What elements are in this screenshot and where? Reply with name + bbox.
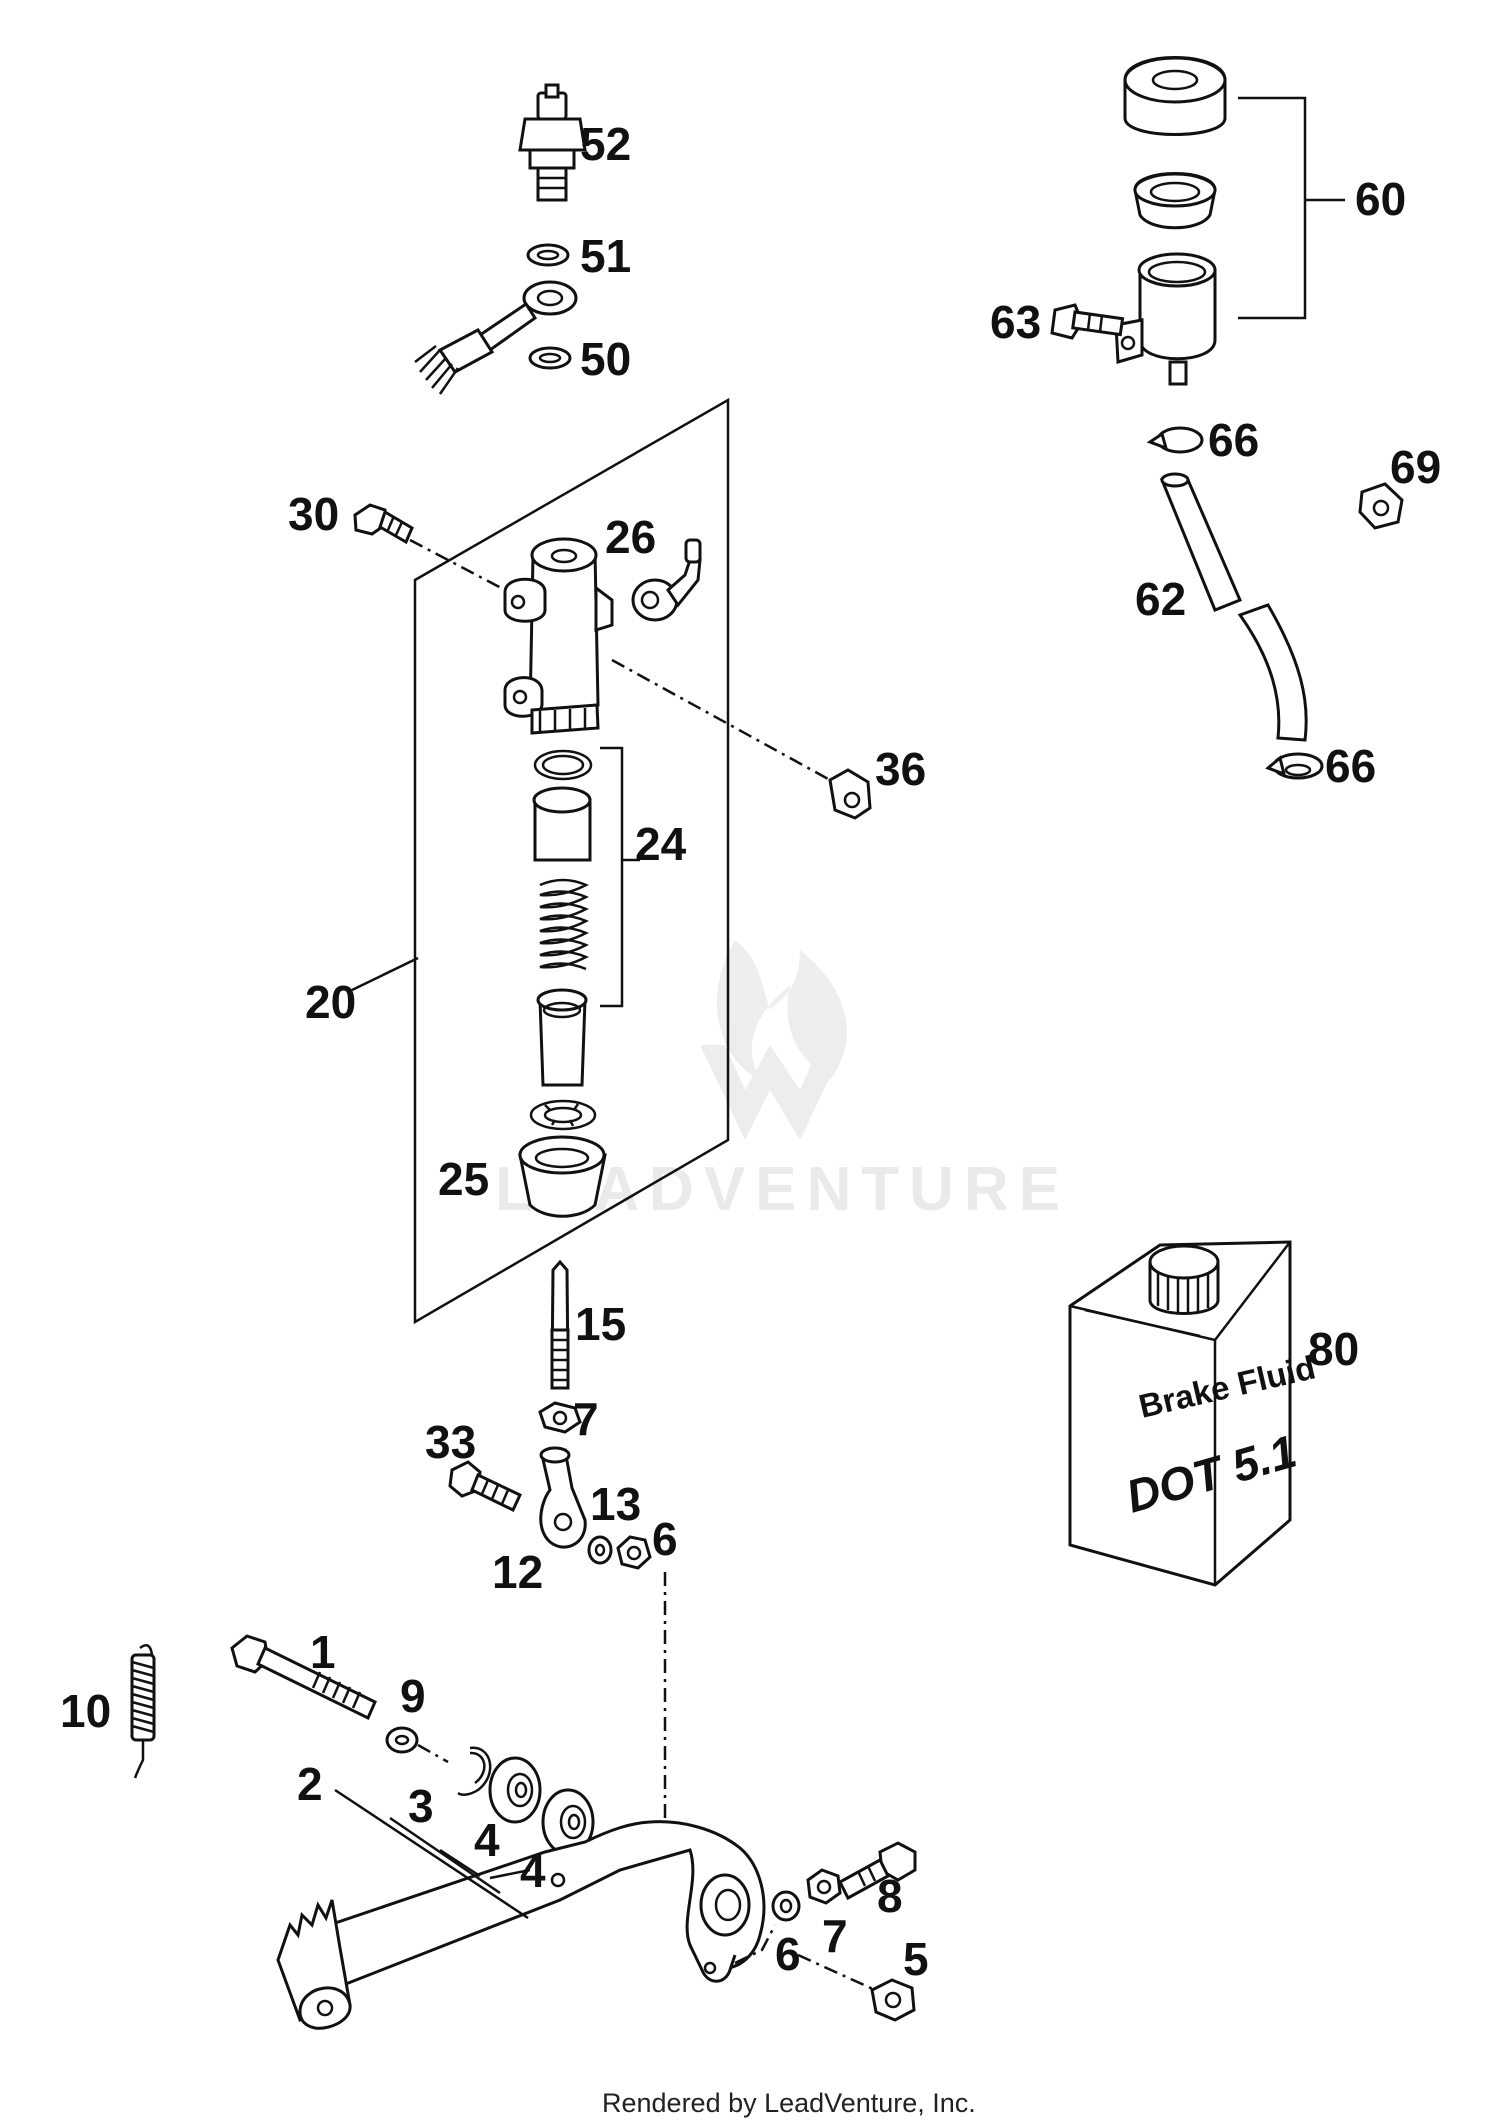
label-50: 50 bbox=[580, 333, 631, 385]
hose-clamp-66-top bbox=[1146, 426, 1204, 454]
clevis-12 bbox=[539, 1446, 587, 1549]
bolt-1 bbox=[230, 1634, 377, 1721]
label-8: 8 bbox=[877, 1870, 903, 1922]
label-52: 52 bbox=[580, 118, 631, 170]
nut-6-upper bbox=[616, 1535, 652, 1570]
hose-clamp-66-bottom bbox=[1265, 752, 1324, 780]
label-26: 26 bbox=[605, 511, 656, 563]
hose-62 bbox=[1159, 472, 1308, 742]
nut-69 bbox=[1358, 482, 1404, 530]
label-7-lower: 7 bbox=[822, 1910, 848, 1962]
render-credit: Rendered by LeadVenture, Inc. bbox=[602, 2088, 976, 2118]
bolt-8 bbox=[838, 1841, 917, 1901]
brake-fluid-can-80: Brake Fluid DOT 5.1 bbox=[1068, 1240, 1319, 1587]
label-60: 60 bbox=[1355, 173, 1406, 225]
label-7-upper: 7 bbox=[573, 1393, 599, 1445]
bolt-30 bbox=[353, 503, 414, 545]
label-30: 30 bbox=[288, 488, 339, 540]
label-66-top: 66 bbox=[1208, 414, 1259, 466]
label-25: 25 bbox=[438, 1153, 489, 1205]
circlip-3 bbox=[457, 1746, 492, 1796]
label-6-lower: 6 bbox=[775, 1928, 801, 1980]
label-20: 20 bbox=[305, 976, 356, 1028]
label-3: 3 bbox=[408, 1780, 434, 1832]
label-1: 1 bbox=[310, 1626, 336, 1678]
washer-51 bbox=[526, 243, 570, 267]
callout-labels: 52 51 50 60 63 66 69 62 66 30 26 36 24 2… bbox=[60, 118, 1441, 1985]
push-rod-15 bbox=[550, 1259, 570, 1390]
label-80: 80 bbox=[1308, 1323, 1359, 1375]
label-63: 63 bbox=[990, 296, 1041, 348]
reservoir-group-60 bbox=[1114, 56, 1345, 386]
nut-7-upper bbox=[538, 1401, 582, 1434]
label-62: 62 bbox=[1135, 573, 1186, 625]
label-24: 24 bbox=[635, 818, 687, 870]
label-10: 10 bbox=[60, 1685, 111, 1737]
bearing-4a bbox=[488, 1756, 542, 1824]
circlip bbox=[529, 1099, 597, 1131]
label-5: 5 bbox=[903, 1933, 929, 1985]
label-36: 36 bbox=[875, 743, 926, 795]
nut-7-lower bbox=[806, 1868, 842, 1905]
label-69: 69 bbox=[1390, 441, 1441, 493]
piston-kit-24 bbox=[532, 746, 640, 1087]
washer-9 bbox=[385, 1726, 419, 1754]
washer-6-lower bbox=[771, 1890, 801, 1922]
nut-36 bbox=[828, 768, 872, 820]
elbow-fitting-26 bbox=[631, 538, 702, 622]
boot-25 bbox=[518, 1135, 607, 1218]
label-9: 9 bbox=[400, 1670, 426, 1722]
label-12: 12 bbox=[492, 1546, 543, 1598]
label-2: 2 bbox=[297, 1758, 323, 1810]
label-4b: 4 bbox=[520, 1845, 546, 1897]
label-51: 51 bbox=[580, 230, 631, 282]
pressure-switch-52 bbox=[518, 83, 587, 202]
banjo-hose bbox=[414, 280, 578, 395]
assembly-frame-20 bbox=[413, 397, 730, 1325]
bolt-33 bbox=[448, 1460, 522, 1513]
label-6-upper: 6 bbox=[652, 1513, 678, 1565]
spring-10 bbox=[130, 1643, 156, 1779]
washer-13 bbox=[587, 1535, 613, 1565]
label-66-bottom: 66 bbox=[1325, 740, 1376, 792]
screw-63 bbox=[1050, 303, 1125, 340]
label-4a: 4 bbox=[474, 1814, 500, 1866]
label-15: 15 bbox=[575, 1298, 626, 1350]
master-cylinder-body bbox=[503, 537, 614, 735]
brake-pedal-2 bbox=[276, 1820, 766, 2030]
label-33: 33 bbox=[425, 1416, 476, 1468]
label-13: 13 bbox=[590, 1478, 641, 1530]
nut-5 bbox=[870, 1978, 916, 2022]
washer-50 bbox=[528, 346, 572, 370]
